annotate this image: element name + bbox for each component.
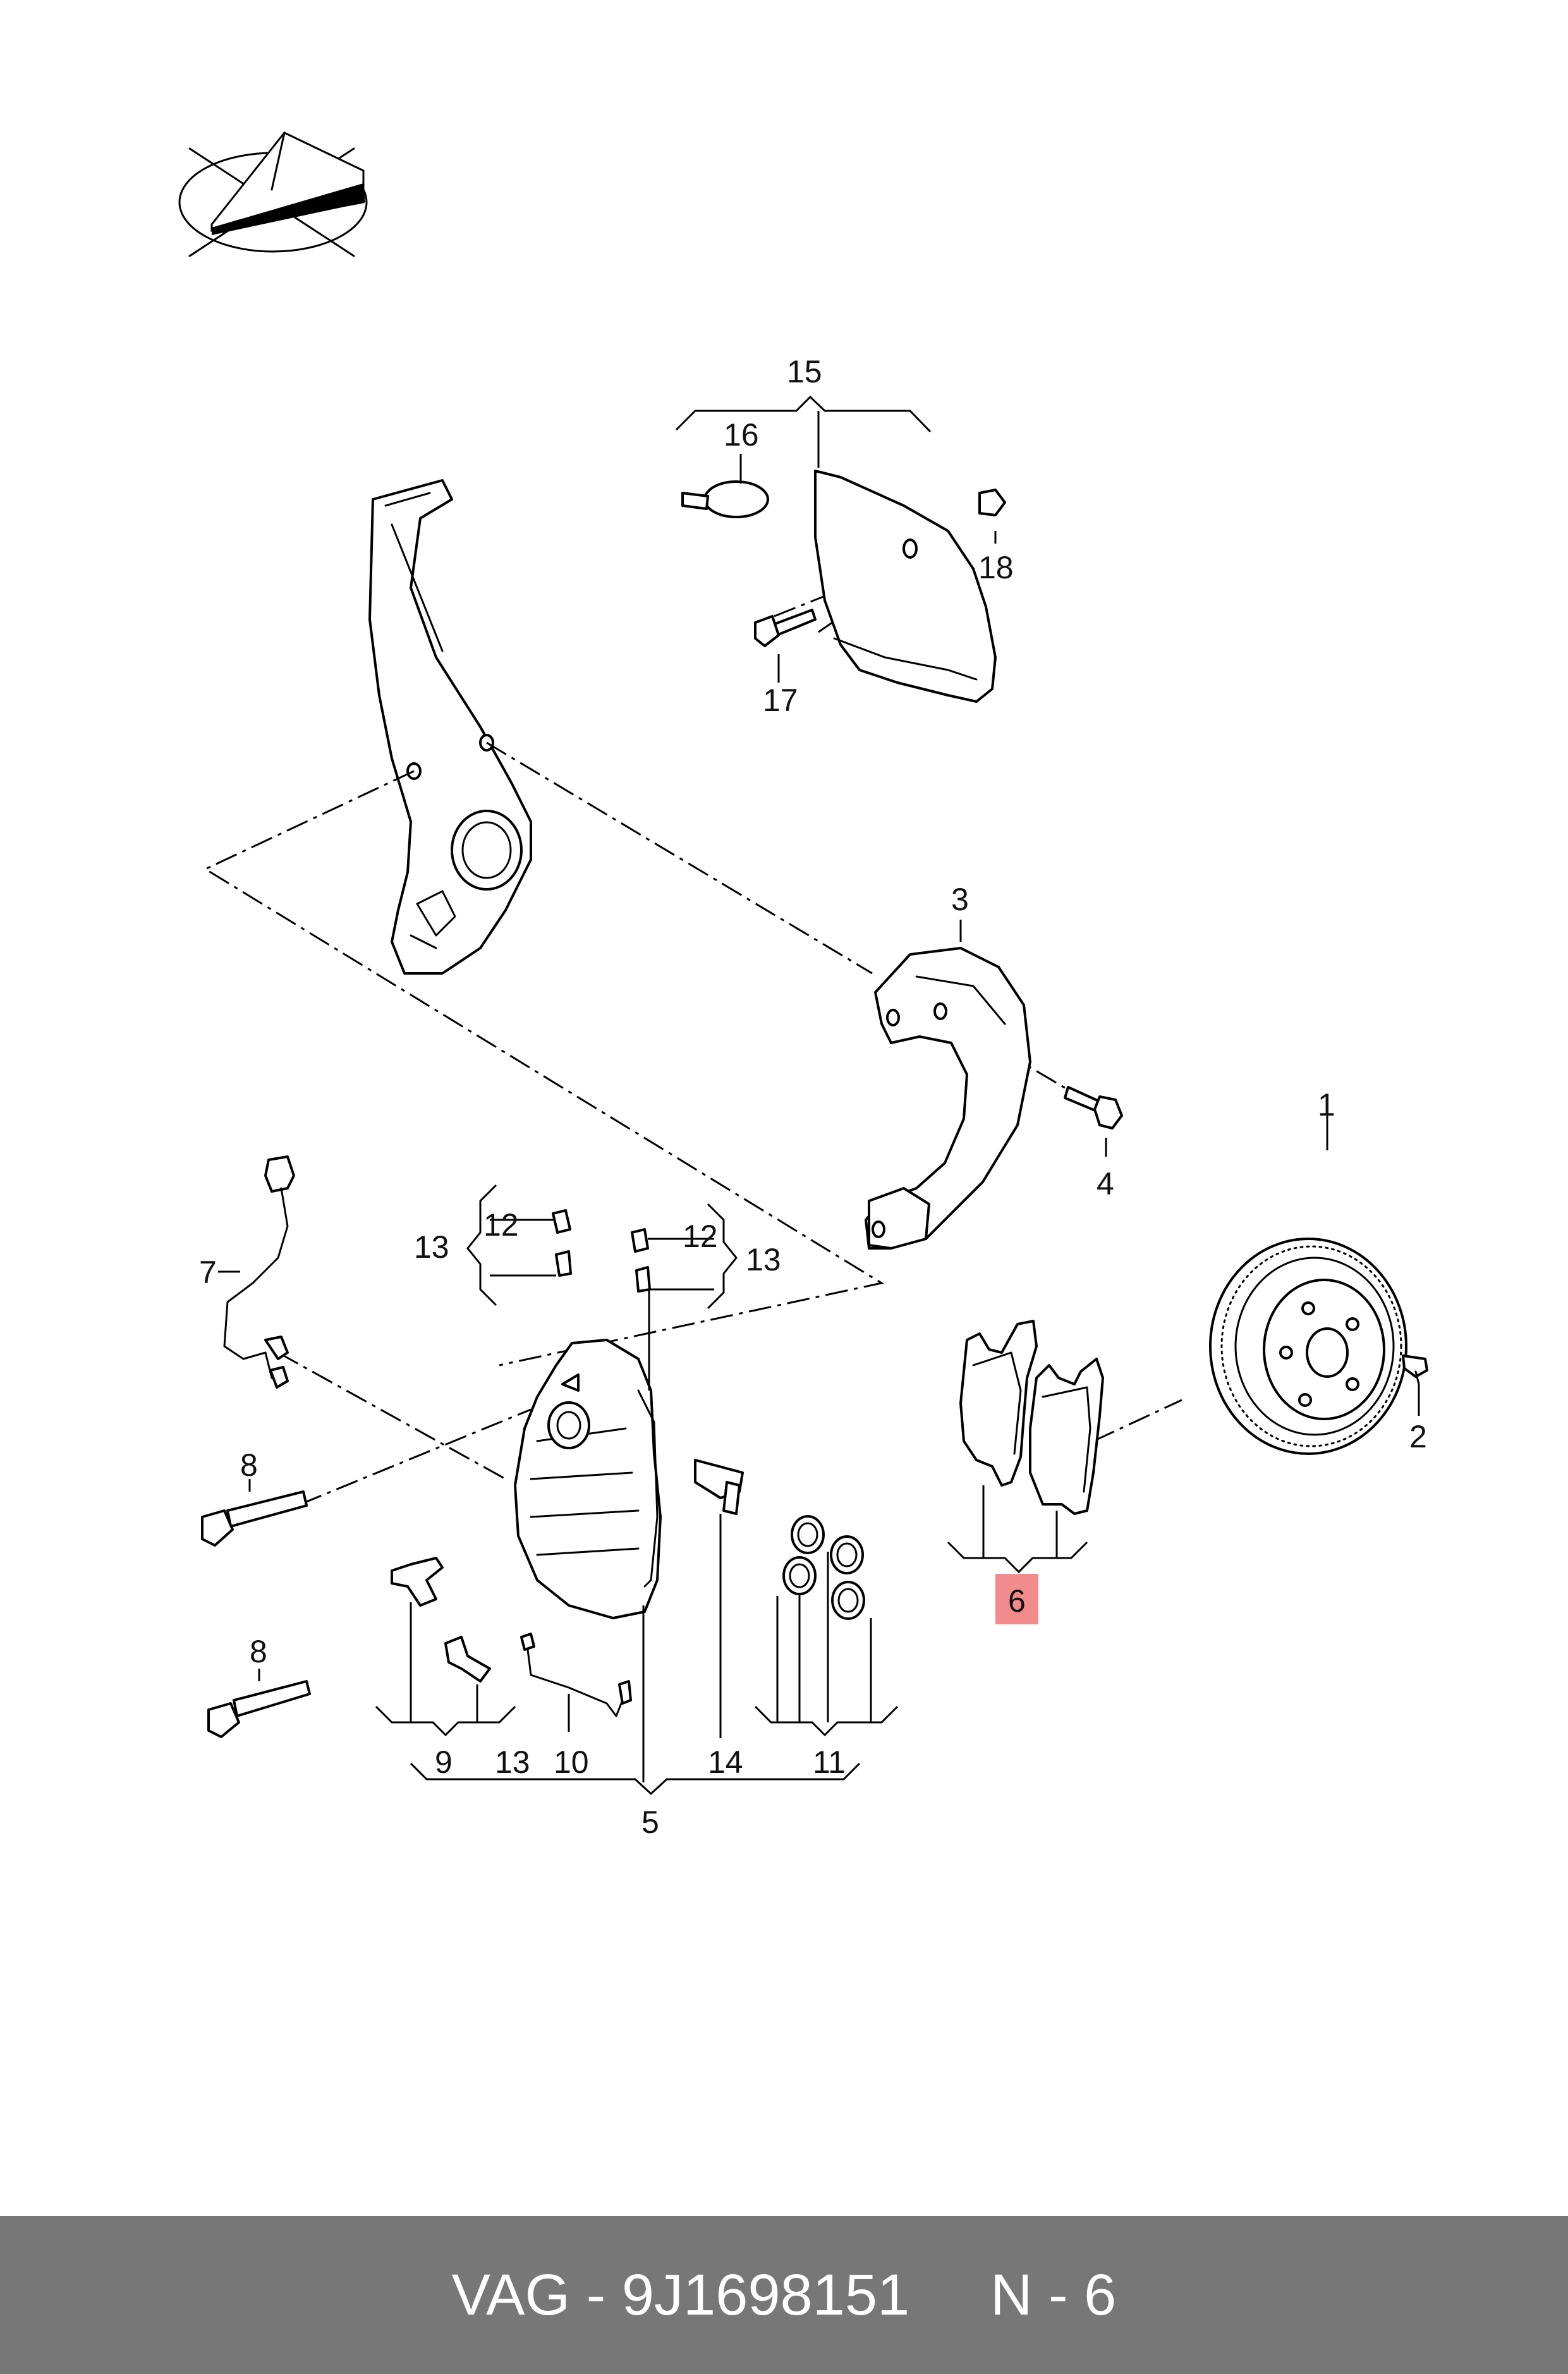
brake-disc <box>1209 1238 1407 1455</box>
brake-pads <box>959 1320 1104 1515</box>
label-6: 6 <box>1008 1583 1026 1619</box>
bleed-screw-right <box>631 1228 651 1293</box>
cable-tie <box>681 480 769 518</box>
label-13-right: 13 <box>746 1242 781 1277</box>
bolt-14 <box>694 1459 744 1515</box>
brake-hose <box>520 1633 632 1717</box>
label-10: 10 <box>554 1744 589 1780</box>
bolt-8-upper <box>201 1490 308 1547</box>
bleed-screw-left <box>552 1209 572 1277</box>
wear-sensor <box>223 1155 295 1389</box>
steering-knuckle <box>368 479 532 975</box>
dust-shield-upper <box>814 470 997 703</box>
label-8-upper: 8 <box>240 1447 258 1483</box>
bolt-4 <box>1064 1086 1123 1129</box>
label-14: 14 <box>708 1744 743 1780</box>
label-4: 4 <box>1097 1166 1114 1202</box>
screw-2 <box>1402 1354 1428 1385</box>
leader-lines <box>218 395 1420 1796</box>
brake-caliper <box>514 1339 662 1619</box>
label-17: 17 <box>763 683 798 718</box>
label-1: 1 <box>1318 1087 1335 1123</box>
footer-part-number: VAG - 9J1698151 N - 6 <box>0 2216 1568 2374</box>
nut-18 <box>978 489 1006 516</box>
label-9: 9 <box>435 1744 453 1780</box>
label-13-left: 13 <box>414 1229 449 1265</box>
bolt-8-lower <box>207 1680 311 1738</box>
label-15: 15 <box>787 354 822 389</box>
highlight-box <box>995 1574 1038 1624</box>
label-3: 3 <box>951 882 969 917</box>
bolt-17 <box>754 609 817 647</box>
backing-plate <box>865 947 1031 1250</box>
label-11: 11 <box>813 1744 846 1780</box>
label-5: 5 <box>641 1805 659 1840</box>
callout-labels: 1 2 3 4 5 6 7 8 8 9 13 10 14 11 12 12 13… <box>199 354 1427 1840</box>
paper-plane-logo-icon <box>178 131 368 257</box>
label-13-bottom: 13 <box>495 1744 530 1780</box>
label-8-lower: 8 <box>250 1634 267 1669</box>
label-2: 2 <box>1409 1419 1427 1454</box>
label-7: 7 <box>199 1255 217 1290</box>
label-16: 16 <box>724 417 759 453</box>
spring-clips <box>391 1557 491 1683</box>
label-18: 18 <box>978 550 1014 585</box>
label-12-left: 12 <box>483 1207 519 1243</box>
label-12-right: 12 <box>683 1219 718 1254</box>
seal-rings <box>782 1515 865 1620</box>
